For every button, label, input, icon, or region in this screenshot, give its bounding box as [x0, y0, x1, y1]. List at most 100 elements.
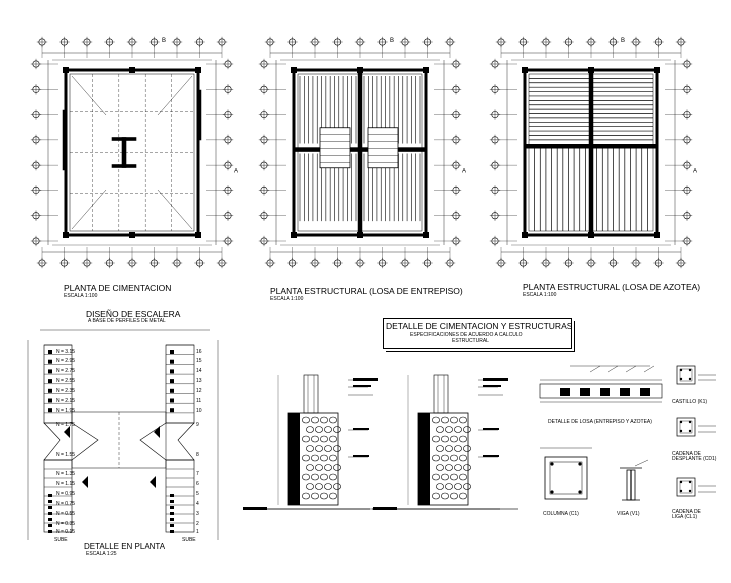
line [643, 365, 655, 373]
line [157, 189, 193, 230]
stair-title: DISEÑO DE ESCALERA [86, 309, 181, 319]
level-mark [150, 476, 156, 488]
stair-step-number: 12 [196, 388, 202, 394]
stone [450, 473, 458, 481]
column [129, 232, 135, 238]
stair-step-number: 5 [196, 491, 199, 497]
joist [640, 388, 650, 396]
stair-level-label: N = 0.75 [56, 501, 76, 507]
step-mark [170, 512, 174, 515]
line [71, 75, 107, 116]
title-bar [243, 507, 267, 510]
rebar [688, 429, 692, 433]
line [71, 189, 107, 230]
stone [311, 473, 319, 481]
column [423, 67, 429, 73]
step-mark [48, 506, 52, 509]
label-bar [483, 455, 499, 457]
line [634, 459, 649, 467]
label-bar [483, 385, 501, 387]
landing [139, 422, 195, 461]
rect [679, 480, 693, 494]
stone [432, 473, 440, 481]
rect [293, 147, 427, 152]
stone [324, 483, 332, 490]
stone [320, 492, 328, 500]
stair-step-number: 8 [196, 452, 199, 458]
step-mark [170, 359, 174, 364]
plan3-scale: ESCALA 1:100 [523, 292, 557, 298]
label-bar [353, 385, 371, 387]
step-mark [170, 524, 174, 527]
level-mark [82, 476, 88, 488]
plan3-title: PLANTA ESTRUCTURAL (LOSA DE AZOTEA) [523, 282, 701, 292]
step-mark [48, 350, 52, 354]
stone [441, 492, 449, 500]
stone [432, 435, 440, 443]
stone [311, 435, 319, 443]
stone [459, 473, 467, 481]
stair-step-number: 3 [196, 511, 199, 517]
rect [121, 137, 127, 168]
stair-step-number: 4 [196, 501, 199, 507]
stone [450, 454, 458, 462]
rebar [578, 462, 582, 466]
section-mark: A [234, 169, 238, 175]
column [522, 67, 528, 73]
column [195, 67, 201, 73]
rect [539, 383, 663, 399]
stone [320, 454, 328, 462]
stone [436, 426, 444, 433]
stone [432, 416, 440, 424]
rebar [679, 489, 683, 493]
roof-slab-plan: BA [489, 36, 697, 269]
column [522, 232, 528, 238]
step-mark [48, 369, 52, 374]
stair-subtitle: A BASE DE PERFILES DE METAL [88, 318, 166, 324]
rebar [679, 368, 683, 372]
section-mark: B [162, 38, 166, 44]
column [291, 67, 297, 73]
stone [441, 416, 449, 424]
stone [306, 483, 314, 490]
stone [454, 426, 462, 433]
details-title-box [383, 318, 575, 352]
stone [333, 426, 341, 433]
line [589, 365, 601, 373]
stair-step-number: 1 [196, 529, 199, 535]
joist [620, 388, 630, 396]
stair-level-label: N = 2.15 [56, 398, 76, 404]
stair-level-label: N = 3.15 [56, 349, 76, 355]
stair-level-label: N = 0.95 [56, 491, 76, 497]
line [625, 365, 637, 373]
rebar [688, 377, 692, 381]
step-mark [48, 500, 52, 503]
footing-wall [288, 413, 300, 505]
stair-level-label: N = 1.55 [56, 452, 76, 458]
details-subtitle-2: ESTRUCTURAL [452, 338, 489, 344]
stone [315, 483, 323, 490]
stone [445, 445, 453, 452]
stone [432, 454, 440, 462]
rect [62, 109, 68, 171]
joist [580, 388, 590, 396]
stone [306, 445, 314, 452]
stone [459, 416, 467, 424]
step-mark [170, 506, 174, 509]
plan2-title: PLANTA ESTRUCTURAL (LOSA DE ENTREPISO) [270, 286, 463, 296]
step-mark [170, 350, 174, 354]
cadena-liga-label: CADENA DE LIGA (CL1) [672, 509, 701, 520]
cadena-desplante-label: CADENA DE DESPLANTE (CD1) [672, 451, 717, 462]
step-mark [170, 398, 174, 403]
plan1-scale: ESCALA 1:100 [64, 293, 98, 299]
stone [306, 464, 314, 471]
stone [432, 492, 440, 500]
stone [445, 483, 453, 490]
stone [324, 445, 332, 452]
stone [320, 435, 328, 443]
stone [459, 454, 467, 462]
stone [302, 435, 310, 443]
stair-detail-title: DETALLE EN PLANTA [84, 542, 166, 551]
rebar [688, 368, 692, 372]
rect [549, 461, 583, 495]
